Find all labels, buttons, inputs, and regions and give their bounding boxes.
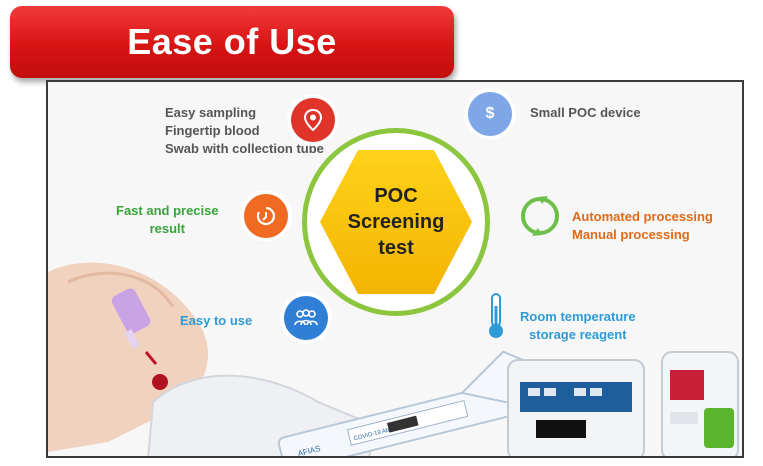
analyzer-device-large (507, 359, 645, 456)
center-line-3: test (378, 237, 414, 259)
fast-line-2: result (149, 221, 185, 236)
people-group-icon (284, 296, 328, 340)
lancet-illustration (111, 288, 151, 334)
banner-title: Ease of Use (127, 21, 337, 62)
processing-line-2: Manual processing (572, 227, 690, 242)
sample-collection-illustration: AFIAS COVID-19 Ab (48, 262, 739, 456)
title-banner: Ease of Use (10, 6, 454, 78)
center-hexagon (320, 150, 472, 294)
processing-label: Automated processing Manual processing (572, 208, 713, 244)
sampling-label: Easy sampling Fingertip blood Swab with … (165, 104, 324, 158)
fast-label: Fast and precise result (116, 202, 219, 238)
storage-line-2: storage reagent (529, 327, 627, 342)
cycle-arrows-icon (518, 194, 562, 238)
fast-line-1: Fast and precise (116, 203, 219, 218)
sampling-line-3: Swab with collection tube (165, 141, 324, 156)
thermometer-icon (486, 292, 506, 340)
location-pin-icon (291, 98, 335, 142)
storage-line-1: Room temperature (520, 309, 636, 324)
center-line-1: POC (374, 185, 418, 207)
sampling-line-2: Fingertip blood (165, 123, 260, 138)
processing-line-1: Automated processing (572, 209, 713, 224)
dollar-icon: $ (468, 92, 512, 136)
small-device-label: Small POC device (530, 105, 641, 120)
diagram-panel: AFIAS COVID-19 Ab POC Screening test (46, 80, 744, 458)
sampling-line-1: Easy sampling (165, 105, 257, 120)
storage-label: Room temperature storage reagent (520, 308, 636, 344)
analyzer-device-small (661, 351, 739, 456)
center-line-2: Screening (347, 211, 445, 233)
timer-icon (244, 194, 288, 238)
center-label: POC Screening test (320, 150, 472, 294)
easy-use-label: Easy to use (180, 313, 253, 328)
